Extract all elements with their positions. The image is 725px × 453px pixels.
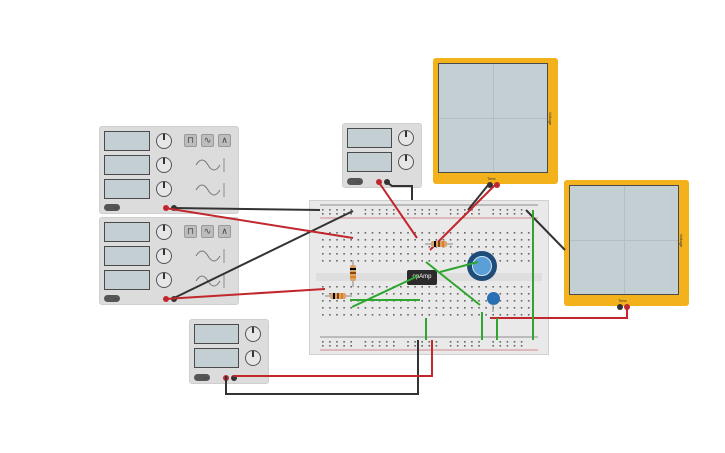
- fg2-negative-terminal[interactable]: [171, 296, 177, 302]
- oscilloscope-1[interactable]: Time Voltage: [433, 58, 558, 188]
- triangle-wave-icon[interactable]: ∧: [218, 134, 231, 147]
- fg2-display-2: [104, 246, 150, 266]
- fg1-knob-1[interactable]: [156, 133, 172, 149]
- ps1-switch-label: on: [357, 179, 362, 184]
- oscilloscope-2-ground-terminal[interactable]: [617, 304, 623, 310]
- oscilloscope-1-ground-terminal[interactable]: [487, 182, 493, 188]
- ps1-current-knob[interactable]: [398, 154, 414, 170]
- opamp-label: opAmp: [412, 274, 432, 280]
- square-wave-icon[interactable]: ⊓: [184, 134, 197, 147]
- fg2-knob-2[interactable]: [156, 248, 172, 264]
- fg1-display-3: [104, 179, 150, 199]
- ps2-switch-label: on: [204, 375, 209, 380]
- ps1-display-current: [347, 152, 392, 172]
- fg1-switch-label: on: [114, 205, 119, 210]
- oscilloscope-2[interactable]: Time Voltage: [564, 180, 689, 310]
- ps2-negative-terminal[interactable]: [231, 375, 237, 381]
- opamp-chip[interactable]: opAmp: [407, 270, 437, 285]
- ps1-voltage-knob[interactable]: [398, 130, 414, 146]
- oscilloscope-2-x-label: Time: [618, 298, 627, 303]
- fg2-display-1: [104, 222, 150, 242]
- function-generator-2[interactable]: ⊓ ∿ ∧ on: [99, 217, 239, 305]
- fg1-power-switch[interactable]: [104, 204, 120, 211]
- fg1-display-1: [104, 131, 150, 151]
- ps1-positive-terminal[interactable]: [376, 179, 382, 185]
- oscilloscope-2-y-label: Voltage: [679, 233, 685, 248]
- ps2-positive-terminal[interactable]: [223, 375, 229, 381]
- ps1-display-voltage: [347, 128, 392, 148]
- fg2-power-switch[interactable]: [104, 295, 120, 302]
- fg2-knob-1[interactable]: [156, 224, 172, 240]
- triangle-wave-icon[interactable]: ∧: [218, 225, 231, 238]
- square-wave-icon[interactable]: ⊓: [184, 225, 197, 238]
- fg1-negative-terminal[interactable]: [171, 205, 177, 211]
- fg2-waveform-icons: [195, 249, 225, 288]
- potentiometer-dial[interactable]: [472, 256, 492, 276]
- ps1-negative-terminal[interactable]: [384, 179, 390, 185]
- sine-wave-icon[interactable]: ∿: [201, 134, 214, 147]
- power-supply-2[interactable]: on: [189, 319, 269, 384]
- ps2-current-knob[interactable]: [245, 350, 261, 366]
- ps2-power-switch[interactable]: [194, 374, 210, 381]
- fg1-waveform-icons: [195, 158, 225, 197]
- capacitor[interactable]: [487, 292, 500, 305]
- sine-wave-icon[interactable]: ∿: [201, 225, 214, 238]
- oscilloscope-2-screen: [569, 185, 679, 295]
- ps2-display-voltage: [194, 324, 239, 344]
- fg1-knob-2[interactable]: [156, 157, 172, 173]
- oscilloscope-2-probe-terminal[interactable]: [624, 304, 630, 310]
- fg2-switch-label: on: [114, 296, 119, 301]
- ps2-display-current: [194, 348, 239, 368]
- fg1-positive-terminal[interactable]: [163, 205, 169, 211]
- ps1-power-switch[interactable]: [347, 178, 363, 185]
- oscilloscope-1-screen: [438, 63, 548, 173]
- fg2-display-3: [104, 270, 150, 290]
- fg1-display-2: [104, 155, 150, 175]
- power-supply-1[interactable]: on: [342, 123, 422, 188]
- oscilloscope-1-x-label: Time: [487, 176, 496, 181]
- potentiometer[interactable]: [467, 251, 497, 281]
- oscilloscope-1-y-label: Voltage: [548, 111, 554, 126]
- function-generator-1[interactable]: ⊓ ∿ ∧ on: [99, 126, 239, 214]
- fg2-positive-terminal[interactable]: [163, 296, 169, 302]
- fg1-knob-3[interactable]: [156, 181, 172, 197]
- oscilloscope-1-probe-terminal[interactable]: [494, 182, 500, 188]
- ps2-voltage-knob[interactable]: [245, 326, 261, 342]
- fg2-knob-3[interactable]: [156, 272, 172, 288]
